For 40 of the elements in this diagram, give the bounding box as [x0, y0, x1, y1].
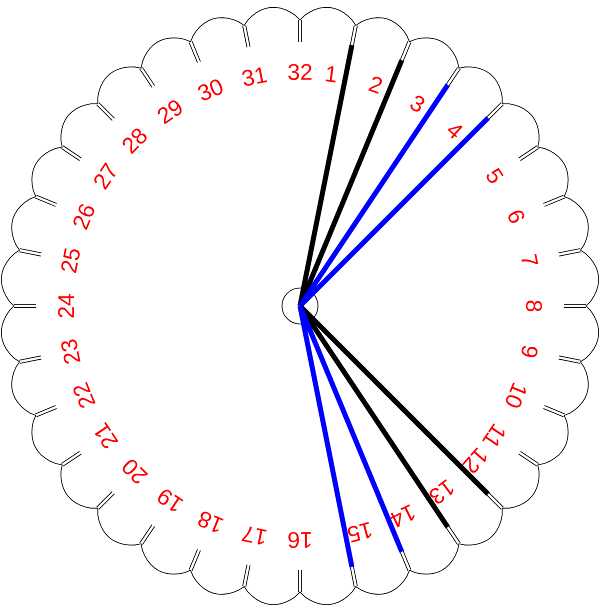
- slot-number: 24: [58, 294, 74, 318]
- slot-number: 29: [158, 100, 182, 124]
- slot-number: 22: [74, 382, 96, 408]
- slot-number: 32: [288, 64, 312, 80]
- thread-line: [298, 83, 450, 308]
- slot-number: 7: [521, 254, 538, 264]
- thread-line: [298, 44, 354, 306]
- slot-number: 9: [522, 346, 538, 358]
- slot-number: 10: [506, 382, 526, 408]
- slot-number: 21: [94, 422, 118, 448]
- slot-number: 3: [410, 96, 424, 112]
- slot-number: 19: [158, 490, 184, 511]
- slot-number: 4: [448, 126, 462, 139]
- thread-line: [298, 306, 354, 568]
- slot-number: 8: [526, 300, 542, 312]
- slot-number: 25: [61, 248, 80, 274]
- slot-number: 18: [198, 512, 224, 532]
- slot-number: 12: [462, 447, 486, 473]
- slot-number: 20: [122, 460, 148, 484]
- hub-circle: [282, 288, 318, 324]
- slot-number: 15: [348, 522, 372, 543]
- slot-number: 16: [288, 532, 311, 548]
- slot-number: 5: [486, 168, 504, 183]
- slot-number: 11: [482, 423, 504, 446]
- slot-number: 17: [242, 526, 267, 544]
- slot-number: 28: [122, 128, 147, 154]
- slot-number: 30: [198, 80, 222, 100]
- slot-number: 13: [430, 479, 454, 504]
- thread-line: [298, 59, 404, 307]
- slot-number: 6: [508, 210, 524, 223]
- thread-line: [298, 116, 490, 308]
- thread-line: [298, 305, 404, 553]
- slot-number: 1: [326, 66, 336, 82]
- slot-number: 14: [390, 504, 415, 528]
- slot-number: 27: [94, 162, 116, 190]
- slot-number: 23: [61, 339, 80, 364]
- slot-number: 2: [368, 76, 382, 94]
- slot-number: 31: [242, 67, 268, 86]
- thread-line: [298, 304, 490, 496]
- slot-number: 26: [74, 204, 94, 230]
